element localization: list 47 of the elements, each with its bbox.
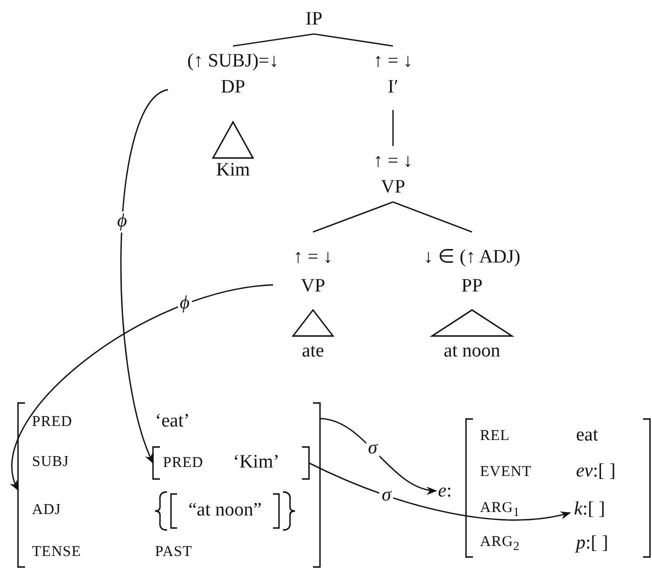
functional-annotation: (↑ SUBJ)=↓ (187, 52, 279, 72)
mapping-arrow (320, 418, 438, 494)
edge-label: ϕ (178, 294, 192, 315)
terminal-word: Kim (216, 160, 250, 182)
feature-value: k:[ ] (574, 500, 606, 520)
category-label: IP (306, 10, 322, 30)
feature-value: p:[ ] (576, 534, 608, 554)
f-structure-matrix (18, 402, 320, 568)
feature-value: “at noon” (188, 500, 262, 522)
feature-name: PRED (32, 414, 72, 430)
functional-annotation: ↑ = ↓ (293, 248, 333, 268)
feature-name: ARG$_{2}$ (480, 534, 520, 554)
feature-name: EVENT (480, 464, 532, 480)
feature-name: ARG$_{1}$ (480, 500, 520, 520)
feature-value: ‘Kim’ (233, 452, 280, 474)
feature-value: eat (576, 426, 598, 446)
feature-value: e: (438, 482, 452, 502)
feature-name: PRED (163, 454, 204, 472)
mapping-arrow (308, 462, 572, 521)
feature-name: SUBJ (32, 454, 70, 470)
tree-branch-line (312, 201, 394, 233)
feature-value: PAST (155, 544, 192, 560)
tree-branch-line (392, 110, 394, 146)
tree-branch-line (314, 33, 394, 47)
s-structure-matrix (436, 418, 650, 558)
category-label: VP (300, 276, 326, 298)
mapping-arrow (120, 89, 168, 464)
tree-branch-line (232, 33, 314, 47)
feature-value: ev:[ ] (576, 462, 616, 482)
functional-annotation: ↓ ∈ (↑ ADJ) (424, 248, 520, 268)
feature-name: TENSE (32, 544, 82, 560)
edge-label: ϕ (115, 212, 129, 233)
tree-branch-line (392, 201, 472, 233)
category-label: VP (380, 178, 406, 198)
functional-annotation: ↑ = ↓ (373, 52, 413, 72)
category-label: DP (220, 78, 246, 98)
terminal-word: at noon (444, 342, 500, 362)
category-label: PP (461, 276, 483, 298)
terminal-word: ate (302, 342, 324, 362)
feature-name: REL (480, 428, 510, 444)
mapping-arrow (11, 284, 274, 491)
feature-name: ADJ (32, 502, 62, 518)
functional-annotation: ↑ = ↓ (373, 152, 413, 172)
category-label: I′ (388, 78, 398, 98)
f-structure-matrix (153, 446, 309, 480)
adjunct-set (153, 490, 297, 532)
feature-value: ‘eat’ (155, 412, 190, 432)
